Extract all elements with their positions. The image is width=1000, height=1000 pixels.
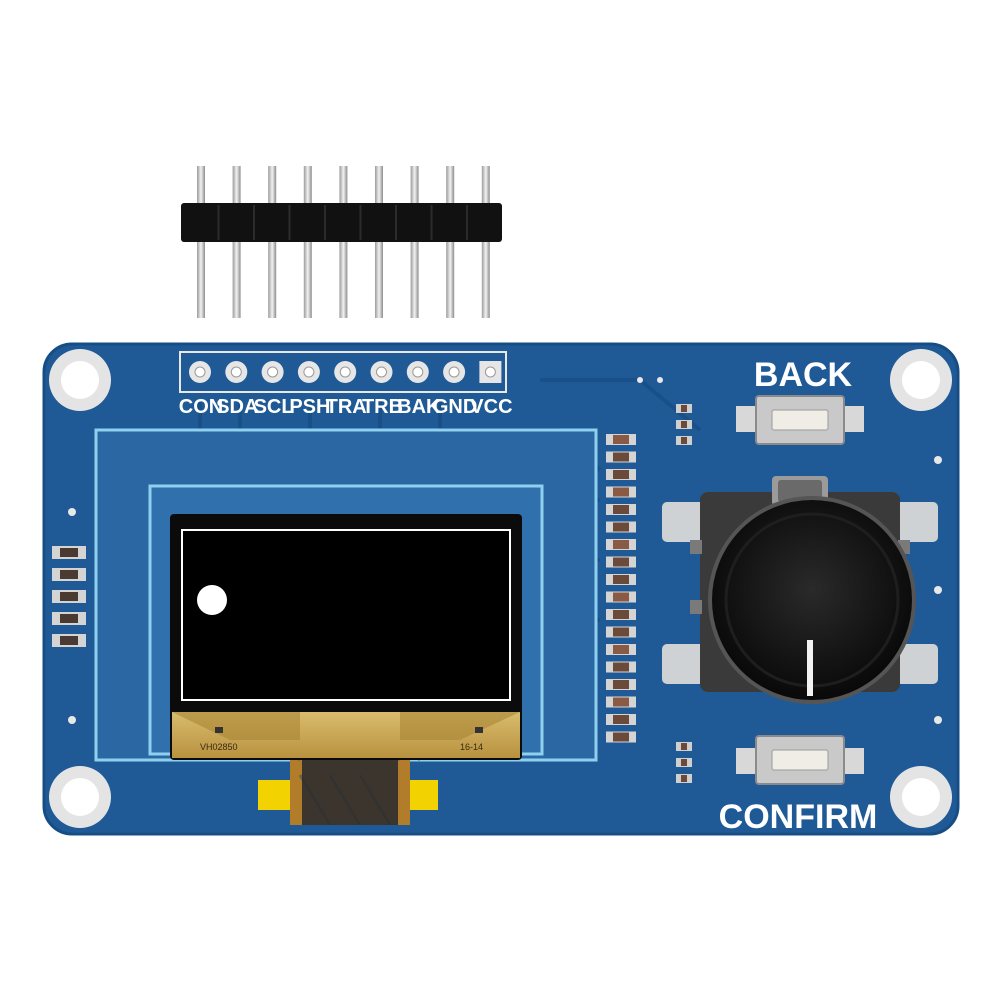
smd-part <box>60 636 78 645</box>
mounting-hole-bottom-left <box>49 766 111 828</box>
smd-part <box>613 557 629 567</box>
pin-label: GND <box>433 396 477 418</box>
smd-part <box>613 435 629 444</box>
pin-pads-outline <box>179 351 507 393</box>
pin-header <box>181 166 502 318</box>
pin-pad-hole <box>303 366 315 378</box>
oled-screen <box>181 529 511 701</box>
vias <box>68 377 942 724</box>
smd-part <box>60 614 78 623</box>
smd-part <box>613 487 629 497</box>
smd-part <box>613 470 629 479</box>
smd-part <box>613 452 629 462</box>
rotary-encoder[interactable] <box>662 476 938 704</box>
encoder-indicator-line <box>807 640 813 696</box>
board-pin-pads <box>179 351 507 393</box>
smd-part <box>60 592 78 601</box>
smd-part <box>613 715 629 724</box>
pin-pad-hole <box>194 366 206 378</box>
encoder-knob[interactable] <box>708 496 916 704</box>
pin-label: CON <box>179 396 223 418</box>
mounting-hole-bottom-right <box>890 766 952 828</box>
pin-label: TRA <box>326 396 367 418</box>
flex-code-left: VH02850 <box>200 742 238 752</box>
pin-pad-hole <box>376 366 387 378</box>
smd-part <box>60 548 78 557</box>
pin-pad-hole <box>339 366 351 378</box>
oled-dot <box>197 585 227 615</box>
pin-pad-hole <box>484 366 496 378</box>
smd-part <box>613 575 629 584</box>
smd-part <box>613 662 629 672</box>
smd-part <box>613 522 629 532</box>
back-button[interactable] <box>736 395 864 445</box>
confirm-button[interactable] <box>736 735 864 785</box>
mounting-hole-top-left <box>49 349 111 411</box>
pin-pad-hole <box>230 366 242 378</box>
smd-part <box>613 592 629 602</box>
smd-components-near-confirm <box>676 742 692 783</box>
smd-part <box>613 540 629 549</box>
smd-part <box>613 645 629 654</box>
oled-module: VH02850 16-14 <box>170 514 522 760</box>
confirm-label: CONFIRM <box>719 798 878 836</box>
flex-code-right: 16-14 <box>460 742 483 752</box>
smd-part <box>613 627 629 637</box>
smd-part <box>613 610 629 619</box>
pin-pad-hole <box>412 366 424 378</box>
smd-part <box>613 697 629 707</box>
smd-components-left <box>52 546 86 647</box>
pin-label: VCC <box>470 396 512 418</box>
smd-part <box>613 505 629 514</box>
pin-pad-hole <box>267 366 279 378</box>
smd-part <box>60 570 78 579</box>
pin-label: TRB <box>362 396 403 418</box>
smd-part <box>613 680 629 689</box>
smd-part <box>613 732 629 742</box>
pin-label: PSH <box>289 396 330 418</box>
smd-components-near-back <box>676 404 692 445</box>
mounting-hole-top-right <box>890 349 952 411</box>
pin-label: BAK <box>397 396 441 418</box>
smd-component-column <box>606 434 636 743</box>
pin-header-body <box>181 203 502 242</box>
back-label: BACK <box>754 356 853 394</box>
pin-label: SDA <box>216 396 258 418</box>
pin-label: SCL <box>254 396 294 418</box>
pin-pad-hole <box>448 366 460 378</box>
